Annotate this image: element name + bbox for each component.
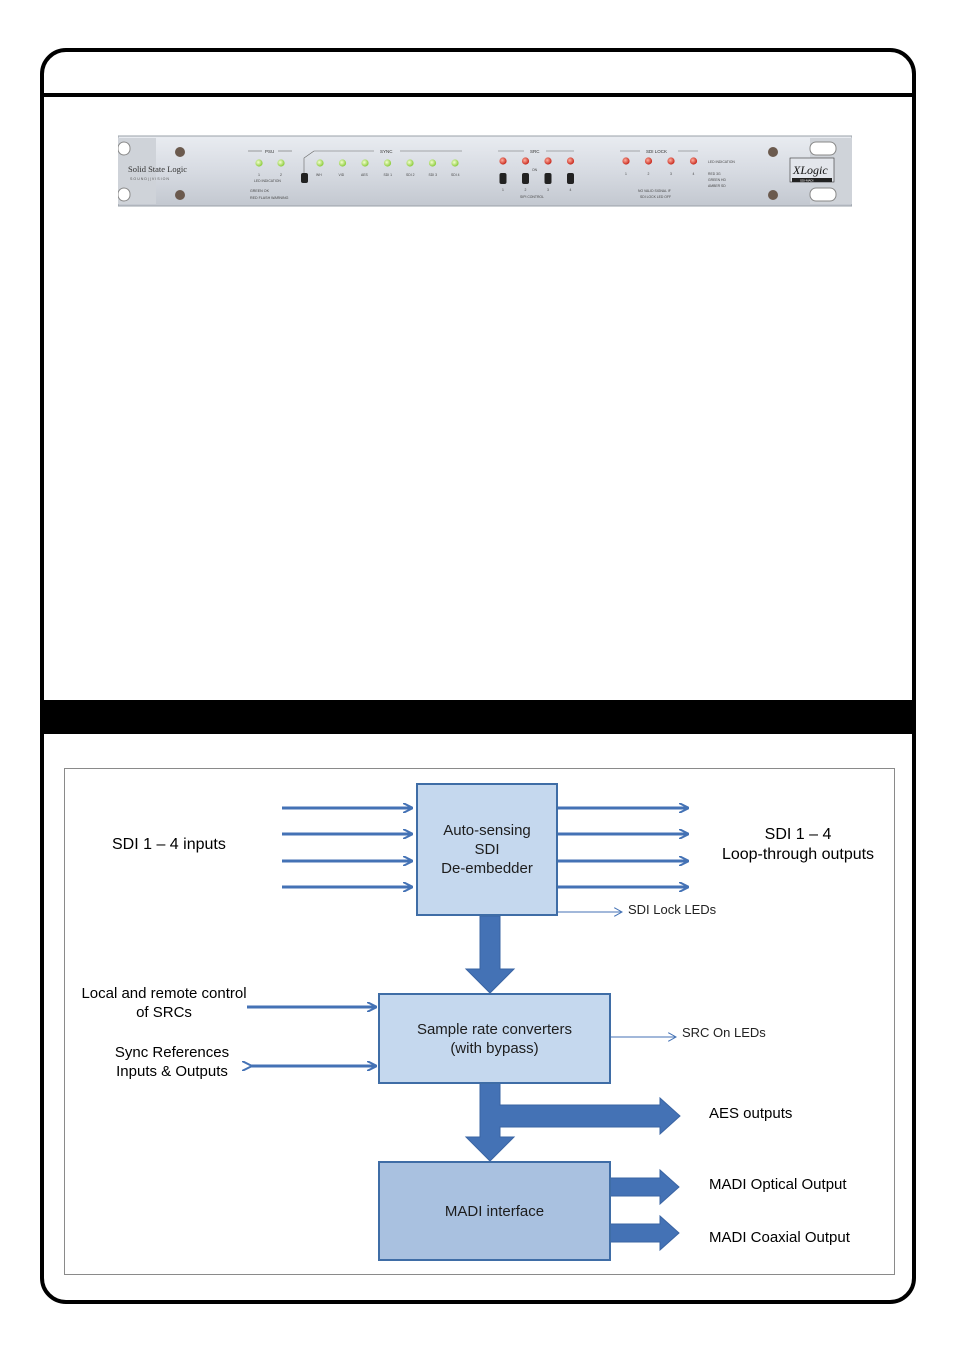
front-panel-image: Solid State Logic S O U N D | | V I S I …: [117, 128, 853, 212]
sync-led-label: SDI 1: [384, 173, 393, 177]
src-toggle-switch[interactable]: [499, 173, 507, 184]
section-sdi-lock: SDI LOCK: [646, 149, 667, 154]
src-led: [521, 157, 530, 165]
section-psu: PSU: [265, 149, 274, 154]
screw-icon: [175, 190, 185, 200]
led-legend-row: RED 3G: [708, 172, 721, 176]
madi-interface-box: MADI interface: [378, 1161, 611, 1261]
sdi-lock-number: 2: [648, 172, 650, 176]
sdi-lock-led: [667, 157, 675, 165]
xlogic-logo-sub: SDI-MADI: [800, 178, 814, 182]
sync-led-label: AES: [361, 173, 369, 177]
led-legend-title: LED INDICATION: [708, 160, 735, 164]
sync-led-label: SDI 2: [406, 173, 415, 177]
loop-through-label-1: SDI 1 – 4: [764, 826, 832, 843]
src-box: Sample rate converters (with bypass): [378, 993, 611, 1084]
header-rule: [40, 93, 916, 97]
sync-led: [338, 159, 347, 167]
madi-coax-arrow: [609, 1214, 680, 1252]
psu-legend: GREEN OK: [250, 189, 270, 193]
sync-led-label: SDI 3: [429, 173, 438, 177]
led-legend-row: AMBER SD: [708, 184, 726, 188]
src-led: [544, 157, 552, 165]
sync-led: [361, 159, 369, 167]
src-on-leds-label: SRC On LEDs: [682, 1025, 766, 1040]
deembedder-box: Auto-sensing SDI De-embedder: [416, 783, 558, 916]
src-number: 3: [547, 188, 549, 192]
screw-icon: [768, 190, 778, 200]
psu-note: LED INDICATION: [254, 179, 281, 183]
src-on: ON: [532, 168, 538, 172]
sync-led: [383, 159, 392, 167]
sdi-lock-number: 4: [693, 172, 695, 176]
sync-led: [451, 159, 459, 167]
sync-led: [316, 159, 324, 167]
madi-coaxial-label: MADI Coaxial Output: [709, 1229, 850, 1246]
lock-note: SDI LOCK LED OFF: [640, 195, 671, 199]
psu-led-2: [277, 159, 285, 167]
src-note: SIPI CONTROL: [520, 195, 544, 199]
sdi-lock-leds-label: SDI Lock LEDs: [628, 902, 717, 917]
screw-icon: [175, 147, 185, 157]
sync-references-label: Sync References Inputs & Outputs: [114, 1044, 230, 1080]
madi-optical-arrow: [609, 1168, 680, 1206]
src-number: 2: [525, 188, 527, 192]
section-src: SRC: [530, 149, 540, 154]
sync-led: [428, 159, 437, 167]
src-led: [566, 157, 575, 165]
sync-led: [406, 159, 414, 167]
psu-led-1: [255, 159, 263, 167]
loop-through-label-2: Loop-through outputs: [721, 846, 875, 863]
xlogic-logo-text: XLogic: [792, 163, 828, 177]
block-arrow-aes-madi: [464, 1081, 681, 1162]
madi-optical-label: MADI Optical Output: [709, 1176, 847, 1193]
src-toggle-switch[interactable]: [544, 173, 552, 184]
sync-toggle-switch[interactable]: [301, 173, 308, 183]
src-number: 4: [570, 188, 572, 192]
section-sync: SYNC: [380, 149, 393, 154]
src-number: 1: [502, 188, 504, 192]
sync-led-label: WH: [316, 173, 322, 177]
block-arrow-down: [464, 915, 516, 994]
brand-text: Solid State Logic: [128, 164, 187, 174]
screw-icon: [768, 147, 778, 157]
brand-tag: S O U N D | | V I S I O N: [130, 177, 169, 181]
src-toggle-switch[interactable]: [522, 173, 529, 184]
psu-num: 1: [258, 173, 260, 177]
sdi-lock-number: 3: [670, 172, 672, 176]
sync-led-label: VID: [339, 173, 345, 177]
local-control-label: Local and remote control of SRCs: [81, 985, 247, 1021]
src-toggle-switch[interactable]: [567, 173, 574, 184]
led-legend-row: GREEN HD: [708, 178, 726, 182]
lock-note: NO VALID SIGNAL IF: [638, 189, 671, 193]
sdi-lock-led: [644, 157, 653, 165]
sdi-inputs-label: SDI 1 – 4 inputs: [112, 836, 226, 853]
aes-outputs-label: AES outputs: [709, 1105, 793, 1122]
sdi-lock-number: 1: [625, 172, 627, 176]
section-band: [40, 700, 916, 734]
sync-led-label: SDI 4: [451, 173, 460, 177]
psu-legend: RED FLASH WARNING: [250, 196, 289, 200]
psu-num: 2: [280, 173, 282, 177]
sdi-lock-led: [689, 157, 698, 165]
sdi-lock-led: [622, 157, 630, 165]
src-led: [499, 157, 507, 165]
